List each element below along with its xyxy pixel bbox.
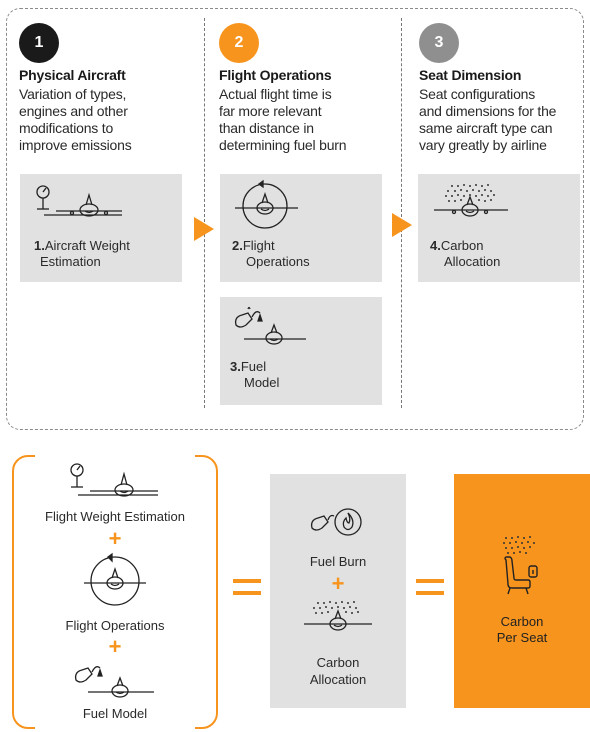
carbon-particles-plane-icon: [434, 184, 508, 217]
weight-gauge-plane-icon: [70, 463, 158, 497]
fuel-plane-icon: [74, 666, 154, 698]
flight-operations-card: 2.Flight Operations: [220, 174, 382, 282]
fuel-model-card: 3.Fuel Model: [220, 297, 382, 405]
card-1-number: 1.: [34, 238, 45, 253]
weight-gauge-plane-icon: [36, 185, 122, 217]
plus-sign: +: [108, 634, 122, 659]
card-4-label: Carbon: [440, 238, 484, 253]
carbon-seat-icon: [503, 536, 538, 595]
card-2-number: 2.: [232, 238, 243, 253]
equals-sign-bottom-bar: [233, 591, 261, 595]
fuel-plane-icon: [234, 306, 306, 345]
plus-sign: +: [108, 526, 122, 551]
plus-sign: +: [331, 571, 345, 596]
card-2-label: Flight: [242, 238, 275, 253]
arrow-right-2-icon: [392, 213, 412, 237]
step-1-badge: 1: [19, 23, 59, 63]
process-frame: [6, 8, 584, 430]
card-4-number: 4.: [430, 238, 441, 253]
arrow-right-1-icon: [194, 217, 214, 241]
fuel-model-label: Fuel Model: [82, 706, 148, 721]
column-2-title: Flight Operations: [219, 67, 332, 83]
aircraft-weight-card: 1.Aircraft Weight Estimation: [20, 174, 182, 282]
carbon-allocation-card: 4.Carbon Allocation: [418, 174, 580, 282]
column-1-description: Variation of types,engines and other mod…: [19, 86, 132, 153]
card-1-label: Aircraft Weight: [44, 238, 130, 253]
equals-sign-top-bar: [416, 579, 444, 583]
flight-cycle-icon: [235, 179, 298, 229]
flight-weight-estimation-label: Flight Weight Estimation: [45, 509, 185, 524]
flight-cycle-icon: [84, 552, 146, 606]
column-1-title: Physical Aircraft: [19, 67, 126, 83]
carbon-particles-plane-icon: [304, 601, 372, 631]
step-2-badge: 2: [219, 23, 259, 63]
card-3-number: 3.: [230, 359, 241, 374]
fuel-burn-label: Fuel Burn: [309, 554, 367, 569]
column-3-title: Seat Dimension: [419, 67, 522, 83]
equals-sign-bottom-bar: [416, 591, 444, 595]
card-3-label: Fuel: [240, 359, 267, 374]
fuel-fire-icon: [310, 508, 362, 536]
flight-operations-label: Flight Operations: [65, 618, 165, 633]
equals-sign-top-bar: [233, 579, 261, 583]
column-divider-1: [204, 18, 205, 408]
step-3-badge: 3: [419, 23, 459, 63]
